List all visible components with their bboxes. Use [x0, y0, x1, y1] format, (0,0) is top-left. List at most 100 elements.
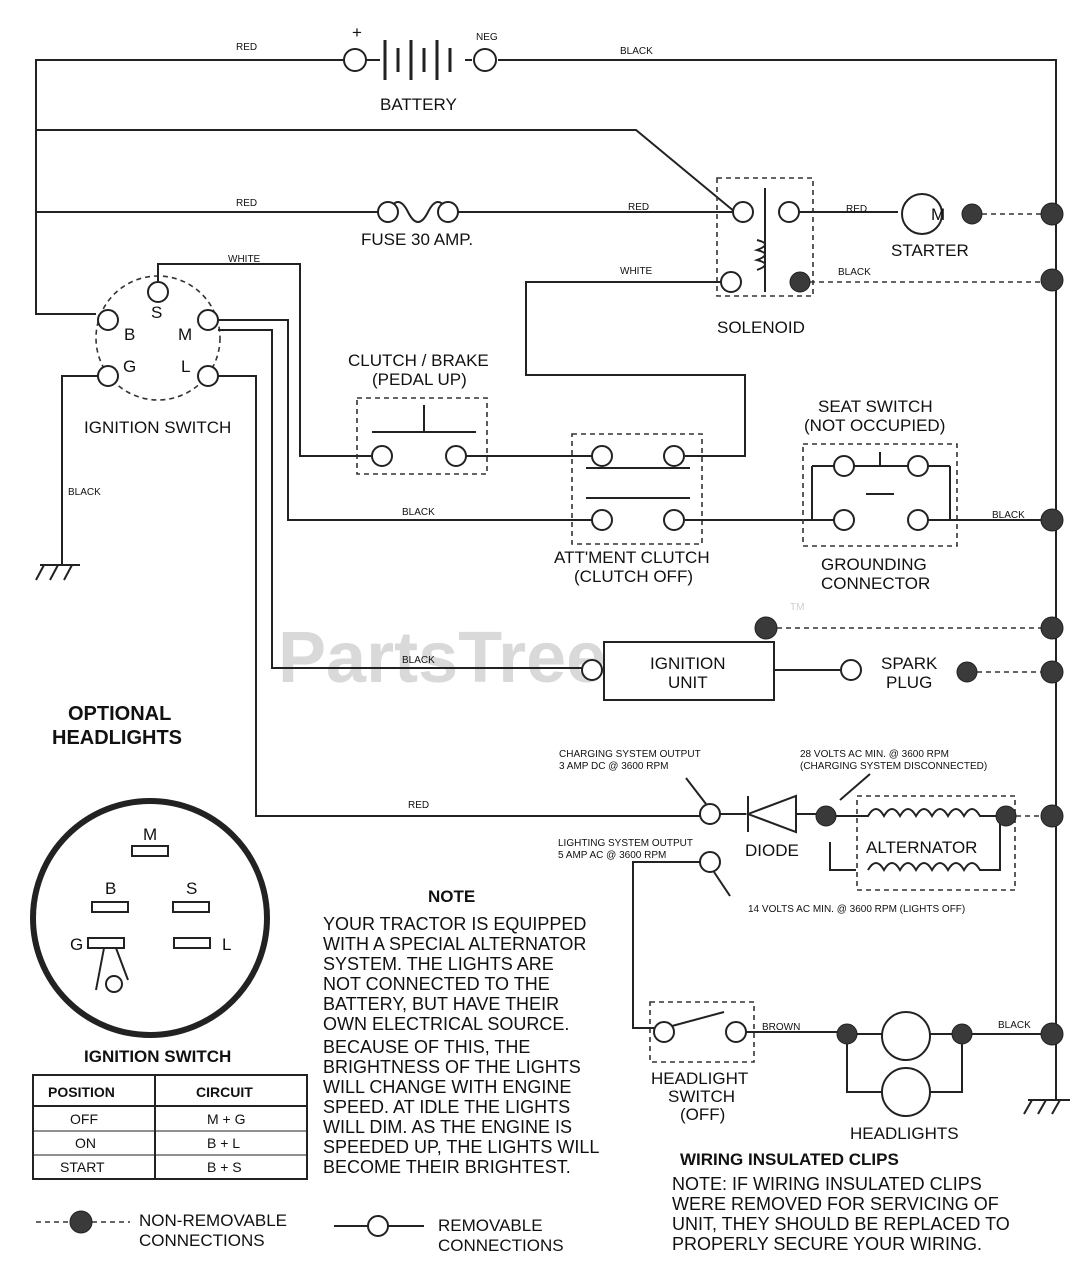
clips-line: PROPERLY SECURE YOUR WIRING. — [672, 1234, 982, 1254]
ignition-unit: IGNITION UNIT SPARK PLUG — [581, 616, 1064, 701]
headlight-switch-label-1: HEADLIGHT — [651, 1069, 748, 1088]
attment-clutch-label-2: (CLUTCH OFF) — [574, 567, 693, 586]
grounding-connector-label-2: CONNECTOR — [821, 574, 930, 593]
ign-terminal-s: S — [151, 303, 162, 322]
table-row-off-circuit: M + G — [207, 1111, 246, 1127]
wire-label-black-headlights: BLACK — [998, 1020, 1031, 1031]
seat-switch-label-2: (NOT OCCUPIED) — [804, 416, 945, 435]
wire-label-red-battery: RED — [236, 42, 257, 53]
battery-negative-terminal — [473, 48, 497, 72]
alternator-label: ALTERNATOR — [866, 838, 977, 857]
ignition-table-title: IGNITION SWITCH — [84, 1047, 231, 1066]
ign-terminal-g: G — [123, 357, 136, 376]
note-line: SYSTEM. THE LIGHTS ARE — [323, 954, 554, 974]
detail-terminal-s: S — [186, 879, 197, 898]
note-line: OWN ELECTRICAL SOURCE. — [323, 1014, 569, 1034]
wire-label-black-solenoid: BLACK — [838, 267, 871, 278]
note-line: SPEEDED UP, THE LIGHTS WILL — [323, 1137, 599, 1157]
lighting-circuit: LIGHTING SYSTEM OUTPUT 5 AMP AC @ 3600 R… — [558, 838, 1070, 1143]
disconnected-spec-1: 28 VOLTS AC MIN. @ 3600 RPM — [800, 749, 949, 760]
wire-label-white-solenoid: WHITE — [620, 266, 653, 277]
legend-non-removable-1: NON-REMOVABLE — [139, 1211, 287, 1230]
legend-removable-1: REMOVABLE — [438, 1216, 543, 1235]
note-line: WITH A SPECIAL ALTERNATOR — [323, 934, 586, 954]
optional-headlights-1: OPTIONAL — [68, 703, 171, 725]
table-row-start-circuit: B + S — [207, 1159, 242, 1175]
disconnected-spec-2: (CHARGING SYSTEM DISCONNECTED) — [800, 761, 987, 772]
battery-positive-terminal — [343, 48, 367, 72]
control-wiring: WHITE BLACK BLACK RED BLACK WHITE — [35, 254, 746, 817]
clips-line: NOTE: IF WIRING INSULATED CLIPS — [672, 1174, 982, 1194]
table-header-circuit: CIRCUIT — [196, 1084, 253, 1100]
note-title: NOTE — [428, 887, 475, 906]
attment-clutch-label-1: ATT'MENT CLUTCH — [554, 548, 710, 567]
detail-terminal-l: L — [222, 935, 231, 954]
charging-output-1: CHARGING SYSTEM OUTPUT — [559, 749, 701, 760]
note-line: NOT CONNECTED TO THE — [323, 974, 550, 994]
headlight-switch-label-2: SWITCH — [668, 1087, 735, 1106]
battery-plus-label: + — [352, 23, 362, 42]
clips-line: WERE REMOVED FOR SERVICING OF — [672, 1194, 999, 1214]
note-line: WILL CHANGE WITH ENGINE — [323, 1077, 571, 1097]
clips-note: WIRING INSULATED CLIPS NOTE: IF WIRING I… — [672, 1150, 1010, 1254]
ignition-switch: S B M G L IGNITION SWITCH — [84, 275, 231, 437]
legend-removable-2: CONNECTIONS — [438, 1236, 564, 1255]
fuse-label: FUSE 30 AMP. — [361, 230, 473, 249]
lighting-output-2: 5 AMP AC @ 3600 RPM — [558, 850, 666, 861]
seat-switch: SEAT SWITCH (NOT OCCUPIED) GROUNDING CON… — [802, 397, 1064, 593]
clips-line: UNIT, THEY SHOULD BE REPLACED TO — [672, 1214, 1010, 1234]
ignition-switch-label: IGNITION SWITCH — [84, 418, 231, 437]
wire-label-brown: BROWN — [762, 1022, 800, 1033]
ignition-unit-label-2: UNIT — [668, 673, 708, 692]
wire-label-black-ignition-unit: BLACK — [402, 655, 435, 666]
watermark-tm: TM — [790, 602, 804, 613]
table-row-on-circuit: B + L — [207, 1135, 240, 1151]
wire-label-red-fuse-left: RED — [236, 198, 257, 209]
ignition-table: IGNITION SWITCH POSITION CIRCUIT OFF M +… — [32, 1047, 308, 1180]
ignition-unit-label-1: IGNITION — [650, 654, 726, 673]
starter: M STARTER RED BLACK — [799, 193, 1064, 292]
wire-label-red-fuse-right: RED — [628, 202, 649, 213]
wire-label-black-battery: BLACK — [620, 46, 653, 57]
lights-off-spec: 14 VOLTS AC MIN. @ 3600 RPM (LIGHTS OFF) — [748, 904, 965, 915]
clutch-brake-label-1: CLUTCH / BRAKE — [348, 351, 489, 370]
lighting-output-1: LIGHTING SYSTEM OUTPUT — [558, 838, 693, 849]
wire-label-white-ignition: WHITE — [228, 254, 261, 265]
spark-plug-label-1: SPARK — [881, 654, 938, 673]
ign-terminal-b: B — [124, 325, 135, 344]
detail-terminal-m: M — [143, 825, 157, 844]
diode-label: DIODE — [745, 841, 799, 860]
ign-terminal-m: M — [178, 325, 192, 344]
legend-non-removable-symbol — [69, 1210, 93, 1234]
seat-switch-label-1: SEAT SWITCH — [818, 397, 933, 416]
attachment-clutch-switch: ATT'MENT CLUTCH (CLUTCH OFF) — [554, 433, 834, 586]
wire-label-black-seat: BLACK — [992, 510, 1025, 521]
solenoid: SOLENOID — [716, 177, 814, 337]
headlights-label: HEADLIGHTS — [850, 1124, 959, 1143]
table-row-start-position: START — [60, 1159, 105, 1175]
watermark: PartsTree — [278, 618, 606, 698]
battery: + NEG BATTERY RED BLACK — [35, 23, 1057, 1100]
note-line: YOUR TRACTOR IS EQUIPPED — [323, 914, 586, 934]
note-line: WILL DIM. AS THE ENGINE IS — [323, 1117, 572, 1137]
note-line: BECOME THEIR BRIGHTEST. — [323, 1157, 571, 1177]
note-line: BRIGHTNESS OF THE LIGHTS — [323, 1057, 581, 1077]
table-row-on-position: ON — [75, 1135, 96, 1151]
wire-label-red-charging: RED — [408, 800, 429, 811]
table-row-off-position: OFF — [70, 1111, 98, 1127]
legend-non-removable-2: CONNECTIONS — [139, 1231, 265, 1250]
note-line: BATTERY, BUT HAVE THEIR — [323, 994, 559, 1014]
optional-headlights-2: HEADLIGHTS — [52, 727, 182, 749]
legend-removable-symbol — [367, 1215, 389, 1237]
battery-label: BATTERY — [380, 95, 457, 114]
note-line: SPEED. AT IDLE THE LIGHTS — [323, 1097, 570, 1117]
battery-minus-label: NEG — [476, 32, 498, 43]
wire-label-black-attment: BLACK — [402, 507, 435, 518]
clutch-brake-switch: CLUTCH / BRAKE (PEDAL UP) — [348, 351, 489, 475]
note-block: NOTE YOUR TRACTOR IS EQUIPPED WITH A SPE… — [323, 887, 599, 1177]
wire-label-black-ground: BLACK — [68, 487, 101, 498]
table-header-position: POSITION — [48, 1084, 115, 1100]
solenoid-label: SOLENOID — [717, 318, 805, 337]
starter-label: STARTER — [891, 241, 969, 260]
